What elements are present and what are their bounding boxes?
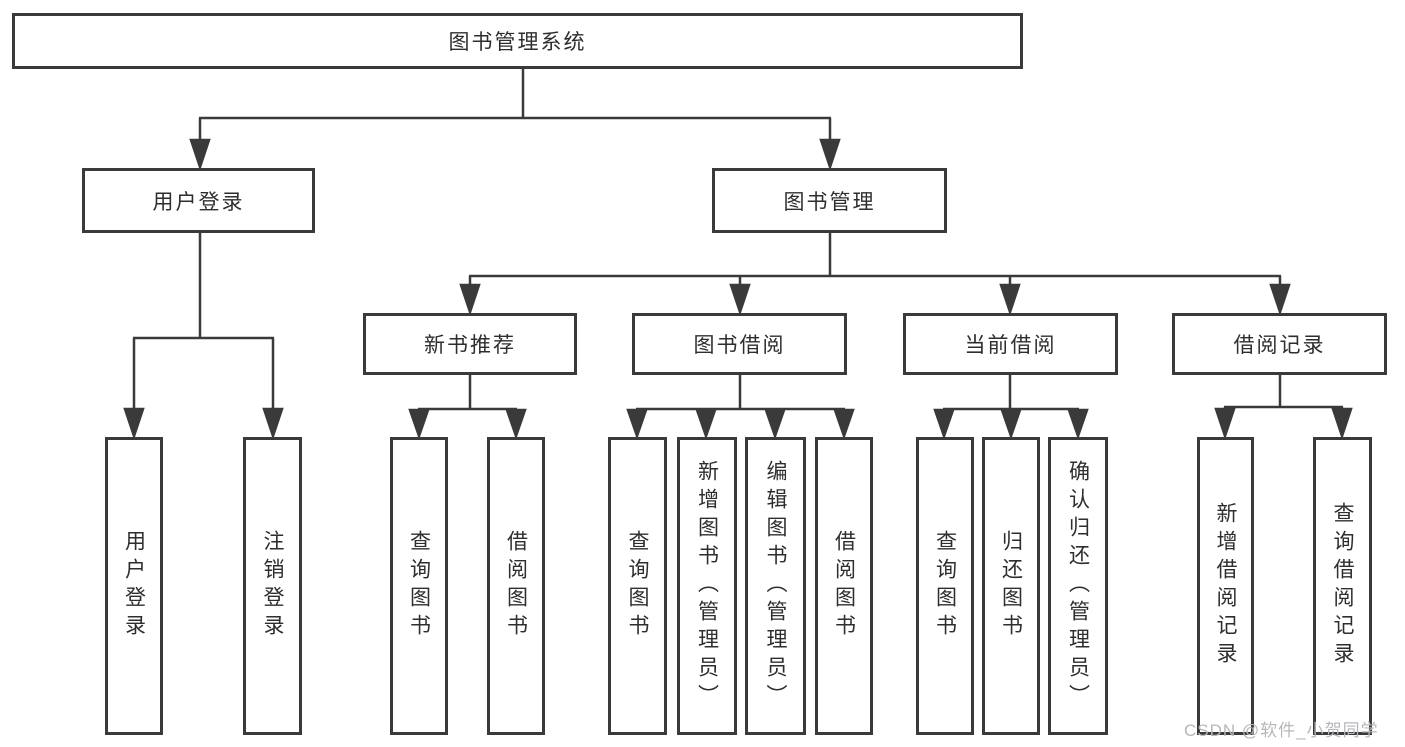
node-borrow-records: 借阅记录 <box>1172 313 1387 375</box>
connector-book-borrow-branch <box>626 375 855 440</box>
leaf-current-confirm-admin: 确认归还（管理员） <box>1048 437 1108 735</box>
leaf-borrow-add-admin: 新增图书（管理员） <box>677 437 737 735</box>
leaf-user-login: 用户登录 <box>105 437 163 735</box>
node-user-login: 用户登录 <box>82 168 315 233</box>
node-current-borrow: 当前借阅 <box>903 313 1118 375</box>
node-new-books: 新书推荐 <box>363 313 577 375</box>
leaf-newbooks-borrow: 借阅图书 <box>487 437 545 735</box>
node-book-mgmt: 图书管理 <box>712 168 947 233</box>
node-book-borrow: 图书借阅 <box>632 313 847 375</box>
leaf-records-query: 查询借阅记录 <box>1313 437 1372 735</box>
connector-current-borrow-branch <box>933 375 1089 440</box>
leaf-records-add: 新增借阅记录 <box>1197 437 1254 735</box>
leaf-current-query: 查询图书 <box>916 437 974 735</box>
csdn-watermark: CSDN @软件_小贺同学 <box>1184 721 1379 740</box>
node-root: 图书管理系统 <box>12 13 1023 69</box>
leaf-newbooks-query: 查询图书 <box>390 437 448 735</box>
leaf-logout: 注销登录 <box>243 437 302 735</box>
leaf-borrow-edit-admin: 编辑图书（管理员） <box>745 437 806 735</box>
connector-root-to-level2 <box>189 68 841 171</box>
connector-user-login-branch <box>123 233 284 440</box>
leaf-borrow-borrow: 借阅图书 <box>815 437 873 735</box>
connector-borrow-records-branch <box>1214 375 1353 440</box>
connector-book-mgmt-to-level3 <box>459 233 1291 316</box>
leaf-current-return: 归还图书 <box>982 437 1040 735</box>
leaf-borrow-query: 查询图书 <box>608 437 667 735</box>
connector-new-books-branch <box>408 375 527 440</box>
